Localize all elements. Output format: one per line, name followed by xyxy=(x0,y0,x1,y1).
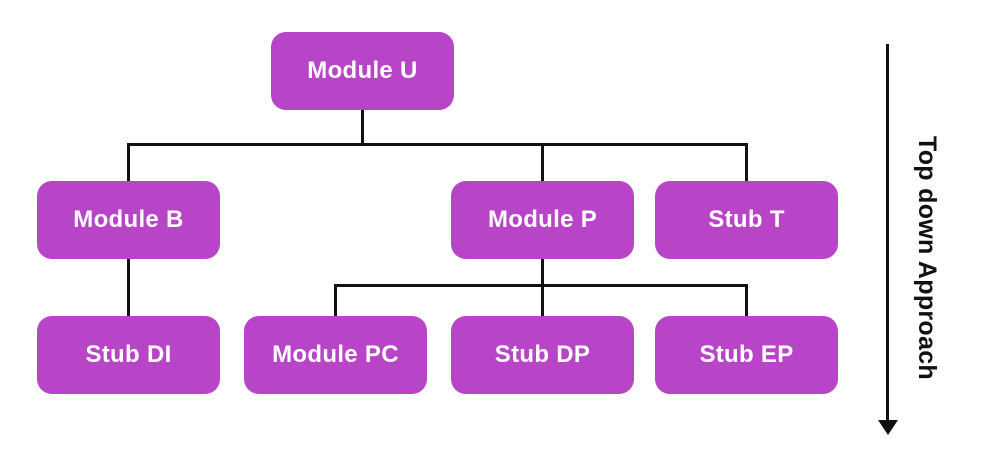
node-module-b: Module B xyxy=(37,181,220,259)
connector-p-trunk xyxy=(541,259,544,316)
node-stub-di: Stub DI xyxy=(37,316,220,394)
connector-drop-stub-ep xyxy=(745,284,748,316)
connector-u-trunk xyxy=(361,110,364,146)
connector-b-to-di xyxy=(127,259,130,316)
node-module-p: Module P xyxy=(451,181,634,259)
node-stub-t: Stub T xyxy=(655,181,838,259)
connector-drop-module-b xyxy=(127,143,130,181)
connector-drop-module-pc xyxy=(334,284,337,316)
top-down-arrow-head-icon xyxy=(878,420,898,435)
node-module-u: Module U xyxy=(271,32,454,110)
node-stub-ep: Stub EP xyxy=(655,316,838,394)
top-down-arrow-line xyxy=(886,44,889,421)
node-module-pc: Module PC xyxy=(244,316,427,394)
connector-drop-module-p xyxy=(541,143,544,181)
top-down-approach-label: Top down Approach xyxy=(913,136,941,380)
connector-level2-bus xyxy=(127,143,748,146)
connector-drop-stub-t xyxy=(745,143,748,181)
connector-level3-bus xyxy=(334,284,748,287)
node-stub-dp: Stub DP xyxy=(451,316,634,394)
